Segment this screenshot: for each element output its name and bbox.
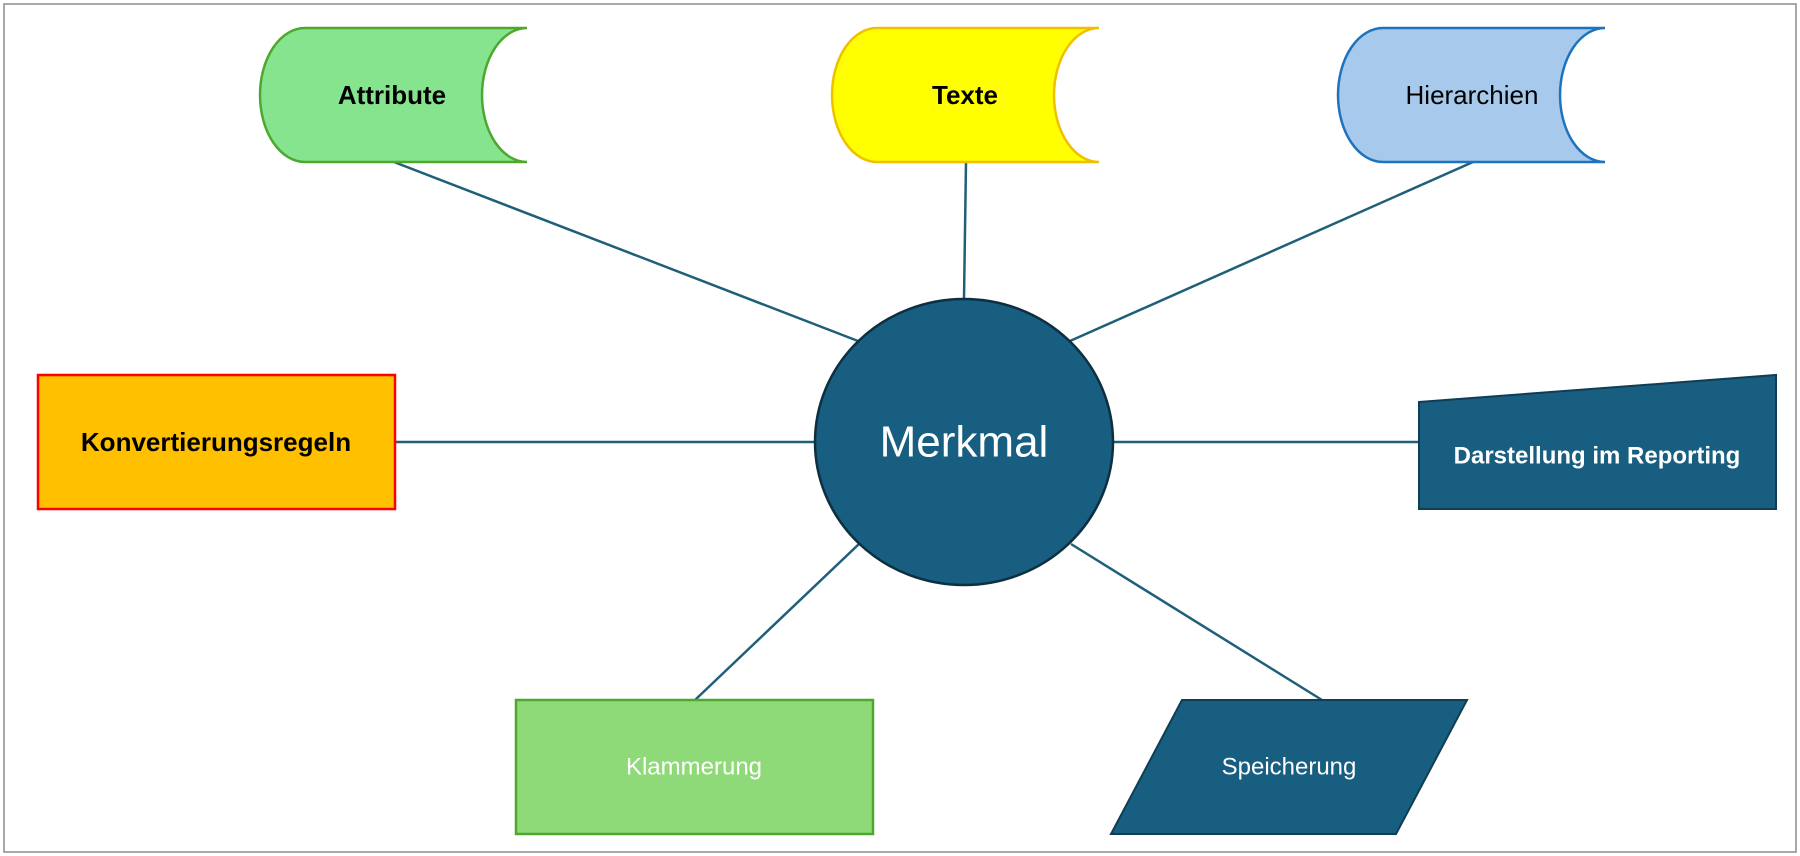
darstellung-shape bbox=[1418, 373, 1777, 510]
node-klammerung[interactable]: Klammerung bbox=[514, 698, 875, 836]
attribute-shape bbox=[258, 26, 528, 164]
connector-klammerung bbox=[694, 543, 860, 701]
klammerung-shape bbox=[514, 698, 875, 836]
merkmal-label: Merkmal bbox=[880, 418, 1049, 467]
texte-shape bbox=[830, 26, 1100, 164]
node-attribute[interactable]: Attribute bbox=[258, 26, 528, 164]
node-speicherung[interactable]: Speicherung bbox=[1109, 699, 1469, 835]
connector-speicherung bbox=[1070, 542, 1323, 702]
node-texte[interactable]: Texte bbox=[830, 26, 1100, 164]
klammerung-label: Klammerung bbox=[626, 754, 762, 781]
connectors bbox=[393, 160, 1474, 702]
connector-texte bbox=[962, 161, 968, 300]
connector-attribute bbox=[393, 160, 859, 343]
node-konvertierungsregeln[interactable]: Konvertierungsregeln bbox=[36, 373, 397, 511]
hierarchien-shape bbox=[1336, 26, 1606, 164]
darstellung-label: Darstellung im Reporting bbox=[1454, 443, 1741, 470]
merkmal-shape bbox=[813, 297, 1115, 587]
speicherung-label: Speicherung bbox=[1222, 754, 1357, 781]
node-hierarchien[interactable]: Hierarchien bbox=[1336, 26, 1606, 164]
node-darstellung[interactable]: Darstellung im Reporting bbox=[1418, 373, 1777, 510]
connector-hierarchien bbox=[1069, 160, 1474, 343]
hierarchien-label: Hierarchien bbox=[1406, 80, 1539, 110]
center-node-merkmal[interactable]: Merkmal bbox=[813, 297, 1115, 587]
texte-label: Texte bbox=[932, 80, 998, 110]
konvertierungsregeln-shape bbox=[36, 373, 397, 511]
speicherung-shape bbox=[1109, 699, 1469, 835]
konvertierungsregeln-label: Konvertierungsregeln bbox=[81, 427, 351, 457]
attribute-label: Attribute bbox=[338, 80, 446, 110]
